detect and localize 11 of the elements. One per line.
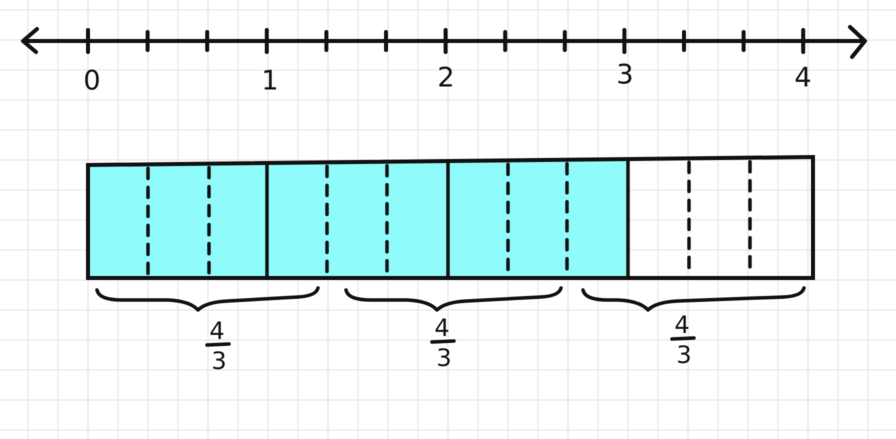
fraction-numerator: 4 bbox=[434, 316, 450, 340]
fraction-denominator: 3 bbox=[436, 346, 452, 370]
tick-label: 1 bbox=[261, 68, 279, 94]
fraction-denominator: 3 bbox=[676, 343, 692, 367]
fraction-numerator: 4 bbox=[674, 313, 690, 337]
tick-label: 2 bbox=[437, 64, 455, 92]
fraction-numerator: 4 bbox=[209, 319, 225, 343]
fraction-denominator: 3 bbox=[211, 349, 227, 373]
tick-label: 3 bbox=[616, 62, 634, 88]
tick-label: 4 bbox=[794, 64, 812, 92]
tick-label: 0 bbox=[83, 68, 101, 94]
